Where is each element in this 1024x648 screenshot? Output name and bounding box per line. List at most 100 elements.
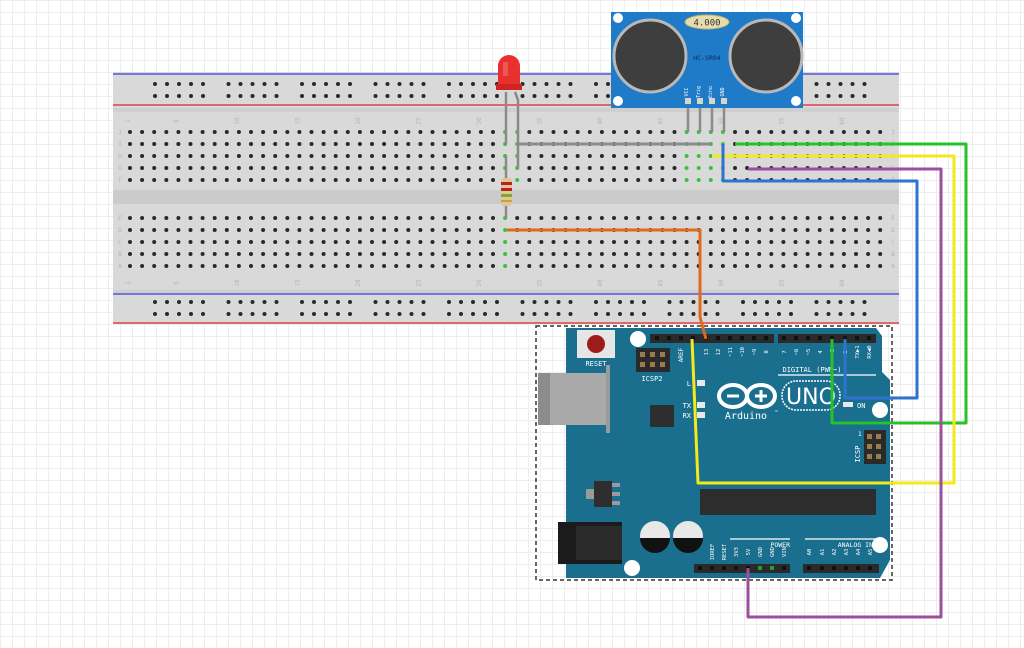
breadboard-hole[interactable] bbox=[188, 130, 193, 134]
breadboard-hole[interactable] bbox=[236, 142, 241, 146]
breadboard-hole[interactable] bbox=[297, 142, 302, 146]
breadboard-hole[interactable] bbox=[708, 154, 713, 158]
breadboard-hole[interactable] bbox=[454, 178, 459, 182]
rail-hole[interactable] bbox=[862, 312, 867, 316]
rail-hole[interactable] bbox=[556, 312, 561, 316]
power-header-pin[interactable] bbox=[734, 566, 738, 570]
breadboard-hole[interactable] bbox=[442, 142, 447, 146]
breadboard-hole[interactable] bbox=[769, 240, 774, 244]
breadboard-hole[interactable] bbox=[454, 228, 459, 232]
breadboard-hole[interactable] bbox=[684, 166, 689, 170]
breadboard-hole[interactable] bbox=[200, 154, 205, 158]
breadboard-hole[interactable] bbox=[539, 154, 544, 158]
breadboard-hole[interactable] bbox=[176, 142, 181, 146]
breadboard-hole[interactable] bbox=[866, 216, 871, 220]
breadboard-hole[interactable] bbox=[478, 142, 483, 146]
rail-hole[interactable] bbox=[459, 82, 463, 86]
breadboard-hole[interactable] bbox=[357, 240, 362, 244]
breadboard-hole[interactable] bbox=[442, 166, 447, 170]
breadboard-hole[interactable] bbox=[575, 178, 580, 182]
rail-hole[interactable] bbox=[814, 300, 819, 304]
breadboard-hole[interactable] bbox=[720, 252, 725, 256]
breadboard-hole[interactable] bbox=[249, 228, 253, 232]
breadboard-hole[interactable] bbox=[660, 178, 665, 182]
breadboard-hole[interactable] bbox=[164, 228, 169, 232]
breadboard-hole[interactable] bbox=[454, 240, 459, 244]
rail-hole[interactable] bbox=[409, 94, 414, 98]
rail-hole[interactable] bbox=[250, 300, 255, 304]
breadboard-hole[interactable] bbox=[466, 178, 471, 182]
breadboard-hole[interactable] bbox=[527, 216, 532, 220]
header-pin[interactable] bbox=[794, 336, 798, 340]
breadboard-hole[interactable] bbox=[805, 130, 810, 134]
rail-hole[interactable] bbox=[532, 82, 537, 86]
rail-hole[interactable] bbox=[201, 82, 205, 86]
rail-hole[interactable] bbox=[777, 312, 781, 316]
breadboard-hole[interactable] bbox=[563, 130, 568, 134]
breadboard-hole[interactable] bbox=[854, 228, 858, 232]
breadboard-hole[interactable] bbox=[370, 178, 374, 182]
breadboard-hole[interactable] bbox=[491, 142, 495, 146]
rail-hole[interactable] bbox=[483, 82, 487, 86]
rail-hole[interactable] bbox=[189, 82, 193, 86]
reset-button[interactable] bbox=[587, 335, 605, 353]
breadboard-hole[interactable] bbox=[599, 240, 604, 244]
breadboard-hole[interactable] bbox=[866, 130, 871, 134]
breadboard-hole[interactable] bbox=[249, 142, 253, 146]
breadboard-hole[interactable] bbox=[527, 240, 532, 244]
rail-hole[interactable] bbox=[532, 312, 537, 316]
breadboard-hole[interactable] bbox=[297, 178, 302, 182]
rail-hole[interactable] bbox=[447, 312, 451, 316]
rail-hole[interactable] bbox=[189, 312, 193, 316]
breadboard-hole[interactable] bbox=[285, 240, 290, 244]
breadboard-hole[interactable] bbox=[551, 264, 556, 268]
breadboard-hole[interactable] bbox=[309, 130, 314, 134]
breadboard-hole[interactable] bbox=[454, 216, 459, 220]
breadboard-hole[interactable] bbox=[503, 240, 508, 244]
rail-hole[interactable] bbox=[630, 300, 634, 304]
breadboard-hole[interactable] bbox=[878, 228, 883, 232]
breadboard-hole[interactable] bbox=[854, 216, 858, 220]
breadboard-hole[interactable] bbox=[176, 264, 181, 268]
breadboard-hole[interactable] bbox=[418, 166, 423, 170]
breadboard-hole[interactable] bbox=[261, 228, 266, 232]
breadboard-hole[interactable] bbox=[672, 264, 677, 268]
breadboard-hole[interactable] bbox=[430, 252, 435, 256]
breadboard-hole[interactable] bbox=[841, 216, 846, 220]
breadboard-hole[interactable] bbox=[297, 166, 302, 170]
power-header-pin[interactable] bbox=[782, 566, 786, 570]
power-header-pin[interactable] bbox=[758, 566, 762, 570]
breadboard-hole[interactable] bbox=[418, 240, 423, 244]
breadboard-hole[interactable] bbox=[176, 166, 181, 170]
breadboard-hole[interactable] bbox=[684, 252, 689, 256]
rail-hole[interactable] bbox=[568, 82, 573, 86]
green-wire[interactable] bbox=[735, 142, 968, 425]
rail-hole[interactable] bbox=[606, 82, 610, 86]
rail-hole[interactable] bbox=[201, 312, 205, 316]
breadboard-hole[interactable] bbox=[321, 264, 326, 268]
breadboard-hole[interactable] bbox=[708, 264, 713, 268]
breadboard-hole[interactable] bbox=[406, 154, 411, 158]
breadboard-hole[interactable] bbox=[624, 154, 629, 158]
rail-hole[interactable] bbox=[753, 300, 757, 304]
breadboard-hole[interactable] bbox=[224, 240, 229, 244]
rail-hole[interactable] bbox=[373, 300, 378, 304]
rail-hole[interactable] bbox=[862, 300, 867, 304]
breadboard-hole[interactable] bbox=[321, 252, 326, 256]
breadboard-hole[interactable] bbox=[733, 264, 737, 268]
breadboard-hole[interactable] bbox=[575, 216, 580, 220]
header-pin[interactable] bbox=[691, 336, 695, 340]
breadboard-hole[interactable] bbox=[575, 264, 580, 268]
breadboard-hole[interactable] bbox=[684, 216, 689, 220]
breadboard-hole[interactable] bbox=[321, 240, 326, 244]
rail-hole[interactable] bbox=[262, 82, 267, 86]
rail-hole[interactable] bbox=[153, 312, 157, 316]
breadboard-hole[interactable] bbox=[128, 166, 132, 170]
breadboard-hole[interactable] bbox=[527, 154, 532, 158]
breadboard-hole[interactable] bbox=[406, 240, 411, 244]
rail-hole[interactable] bbox=[814, 82, 819, 86]
breadboard-hole[interactable] bbox=[757, 228, 762, 232]
breadboard-hole[interactable] bbox=[249, 166, 253, 170]
breadboard-hole[interactable] bbox=[418, 130, 423, 134]
breadboard-hole[interactable] bbox=[164, 264, 169, 268]
